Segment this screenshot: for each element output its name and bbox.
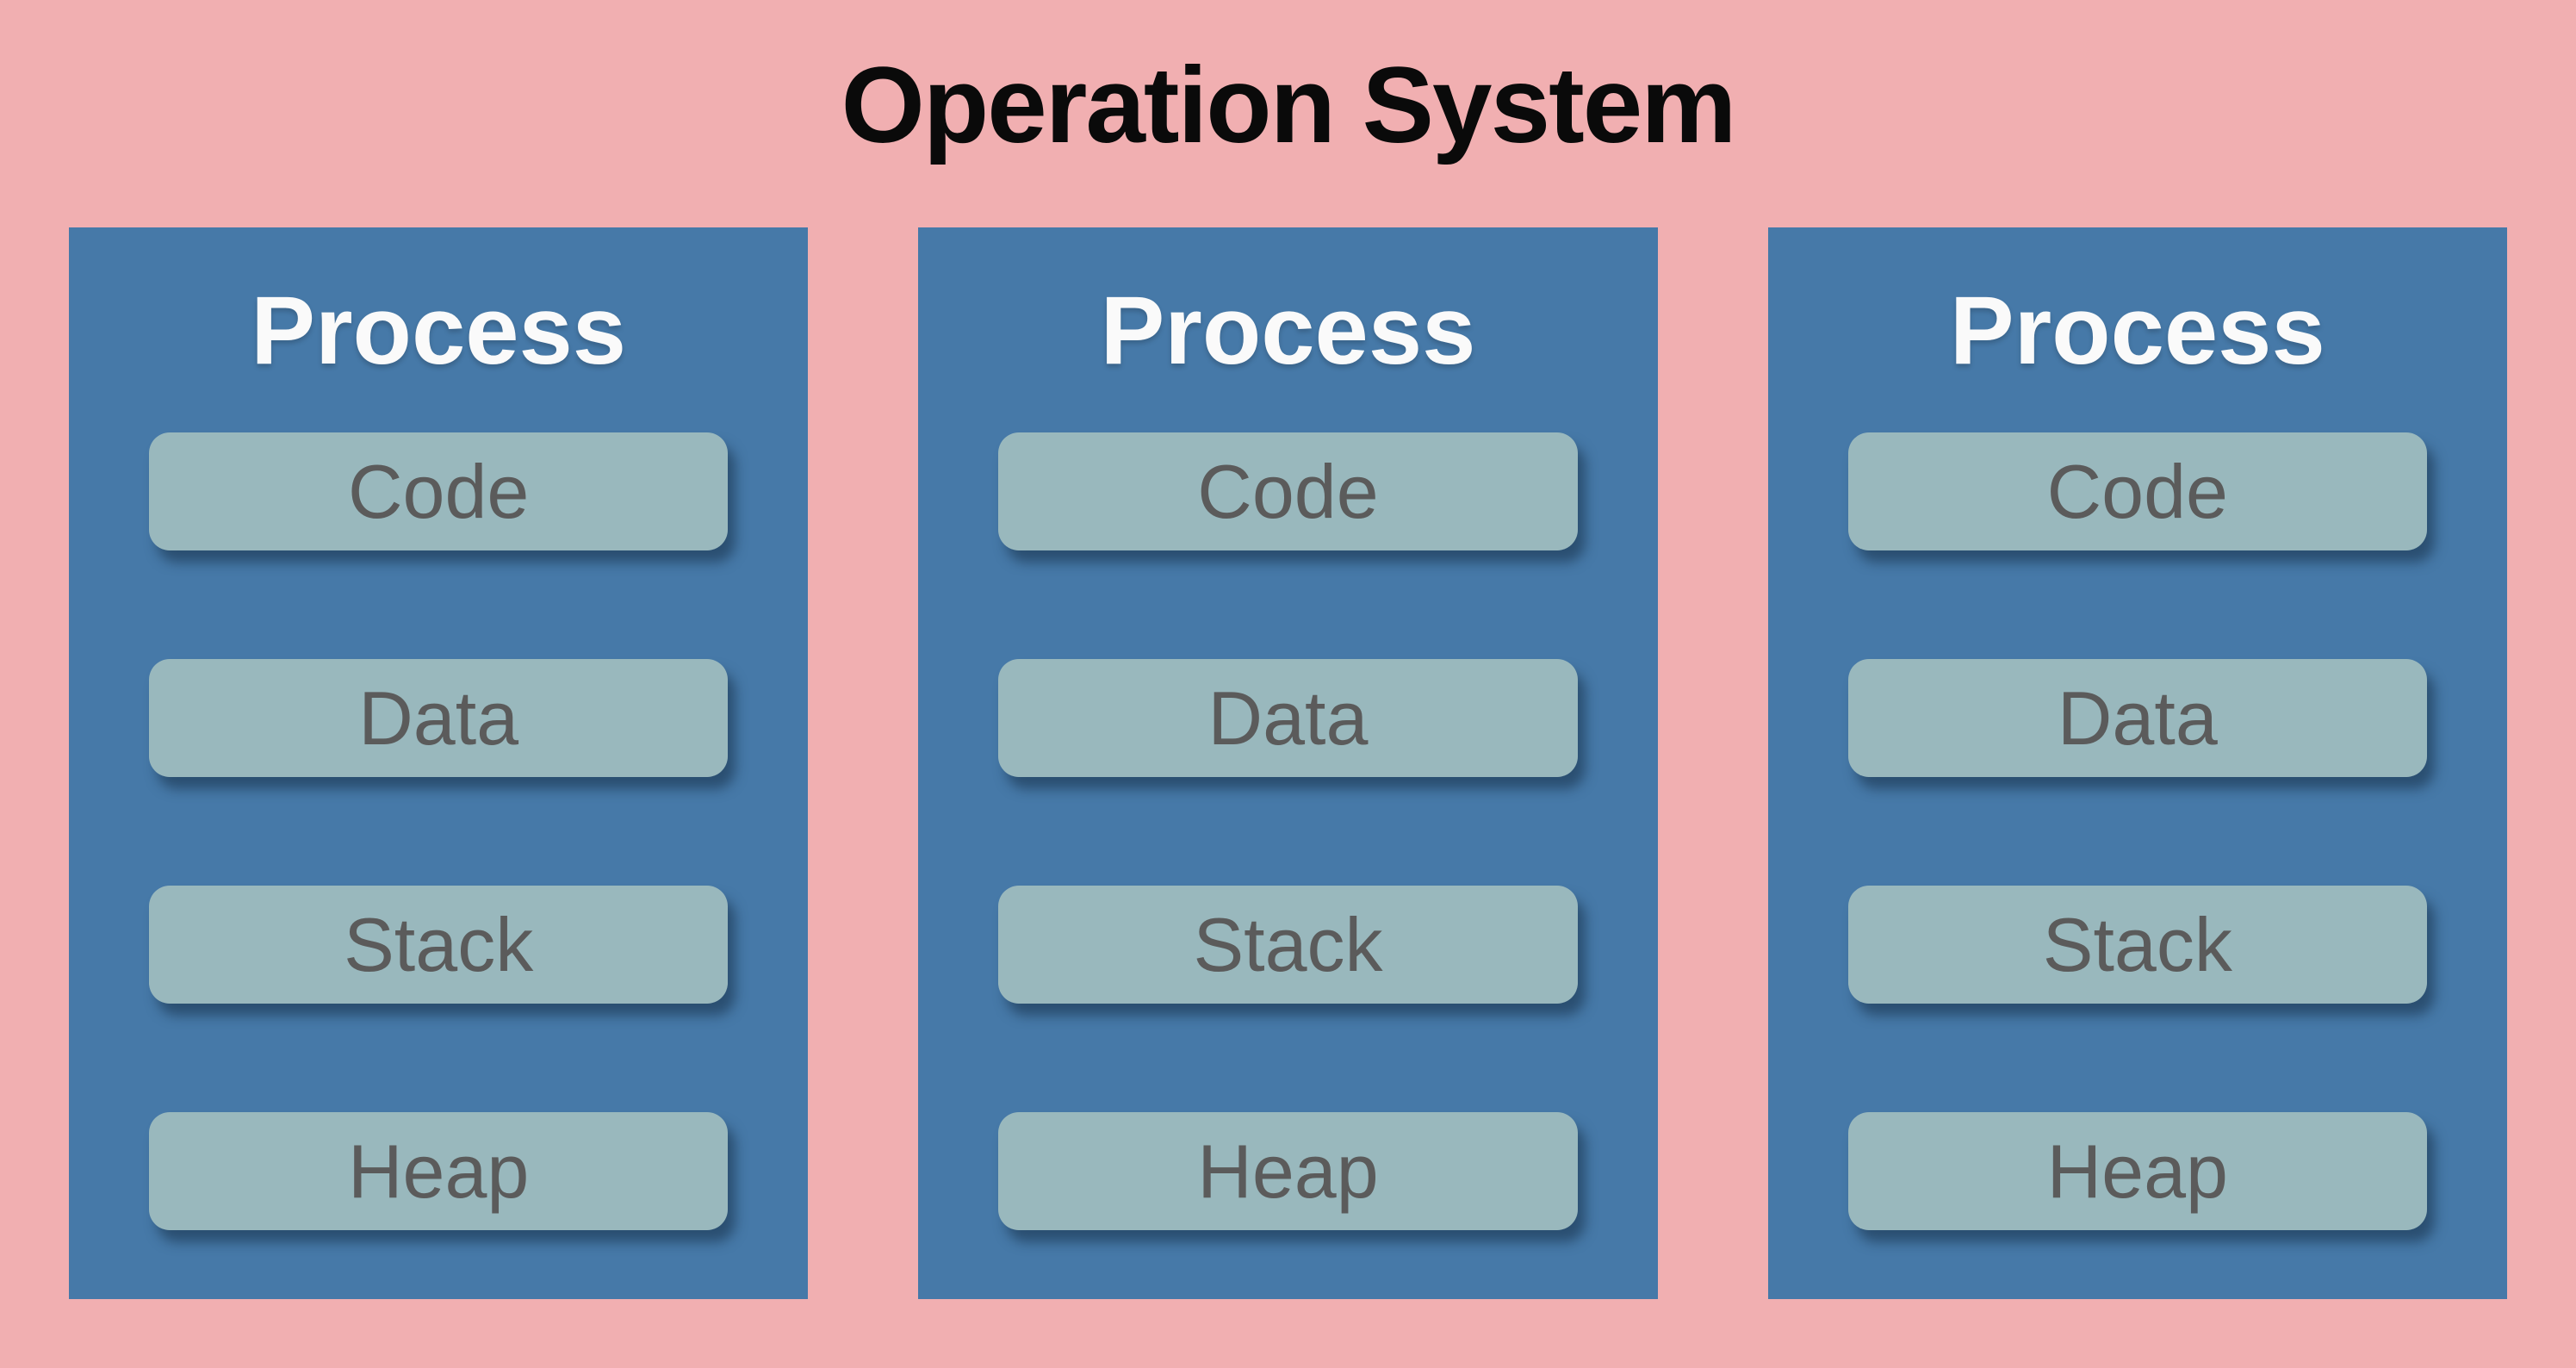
memory-block-code: Code	[998, 432, 1578, 550]
memory-block-data: Data	[1847, 659, 2427, 777]
memory-block-data: Data	[149, 659, 729, 777]
memory-block-heap: Heap	[998, 1112, 1578, 1230]
memory-block-data: Data	[998, 659, 1578, 777]
process-panel-1: Process Code Data Stack Heap	[69, 227, 809, 1299]
memory-blocks: Code Data Stack Heap	[149, 432, 729, 1230]
memory-block-stack: Stack	[149, 886, 729, 1004]
memory-blocks: Code Data Stack Heap	[1847, 432, 2427, 1230]
memory-block-heap: Heap	[1847, 1112, 2427, 1230]
process-panel-title: Process	[1100, 276, 1476, 384]
memory-block-stack: Stack	[1847, 886, 2427, 1004]
process-panel-2: Process Code Data Stack Heap	[918, 227, 1658, 1299]
memory-block-stack: Stack	[998, 886, 1578, 1004]
diagram-title: Operation System	[841, 45, 1737, 165]
memory-block-heap: Heap	[149, 1112, 729, 1230]
process-panel-title: Process	[251, 276, 627, 384]
memory-blocks: Code Data Stack Heap	[998, 432, 1578, 1230]
process-panel-title: Process	[1949, 276, 2325, 384]
memory-block-code: Code	[1847, 432, 2427, 550]
process-panel-3: Process Code Data Stack Heap	[1767, 227, 2507, 1299]
process-panels-row: Process Code Data Stack Heap Process Cod…	[69, 227, 2507, 1299]
memory-block-code: Code	[149, 432, 729, 550]
